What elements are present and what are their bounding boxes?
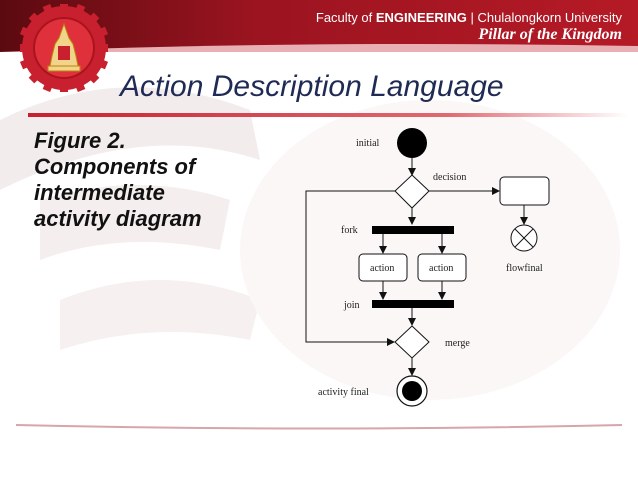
- label-activity-final: activity final: [318, 387, 369, 398]
- caption-line: Figure 2.: [34, 128, 126, 153]
- action-box-right: [499, 176, 550, 206]
- action-node-left: [358, 253, 408, 282]
- initial-node: [397, 128, 427, 158]
- faculty-name: Faculty of ENGINEERING | Chulalongkorn U…: [315, 10, 622, 25]
- fork-bar: [372, 226, 454, 234]
- label-flowfinal: flowfinal: [506, 263, 543, 274]
- caption-line: activity diagram: [34, 206, 202, 231]
- label-join: join: [343, 300, 360, 311]
- activity-diagram: initial decision fork action action flow…: [305, 128, 550, 407]
- join-bar: [372, 300, 454, 308]
- label-action-right: action: [429, 263, 453, 274]
- figure-caption: Figure 2. Components of intermediate act…: [34, 128, 264, 232]
- activity-final-node: [396, 375, 428, 407]
- label-decision: decision: [433, 172, 466, 183]
- decision-node: [394, 174, 430, 209]
- label-merge: merge: [445, 338, 470, 349]
- caption-line: Components of: [34, 154, 196, 179]
- bottom-divider: [16, 424, 622, 430]
- action-node-right: [417, 253, 467, 282]
- label-initial: initial: [356, 138, 380, 149]
- merge-node: [394, 325, 430, 359]
- label-fork: fork: [341, 225, 358, 236]
- tagline: Pillar of the Kingdom: [478, 26, 622, 43]
- label-action-left: action: [370, 263, 394, 274]
- flowfinal-node: [510, 224, 538, 252]
- slide-title: Action Description Language: [120, 70, 504, 103]
- header-banner: [0, 0, 638, 52]
- edge-decision-merge: [305, 190, 395, 346]
- university-logo: [20, 4, 108, 92]
- title-underline: [28, 113, 628, 117]
- caption-line: intermediate: [34, 180, 165, 205]
